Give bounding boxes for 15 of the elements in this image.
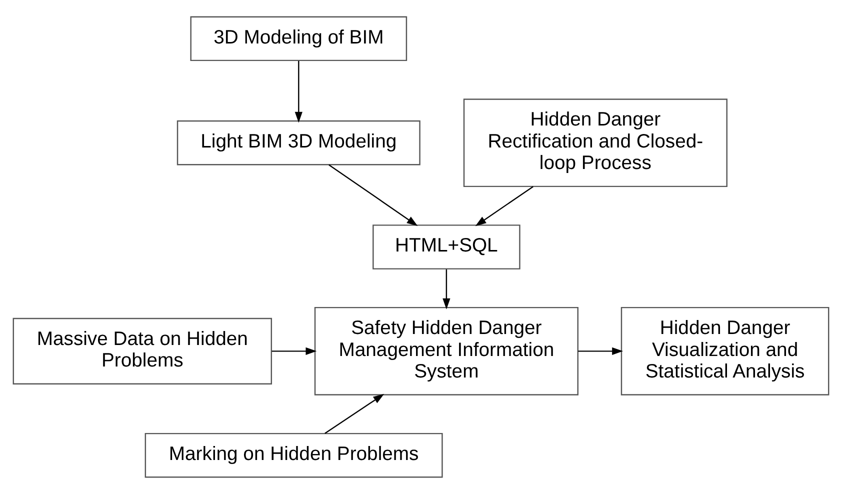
arrow — [294, 60, 302, 122]
node-box: Safety Hidden Danger Management Information System — [314, 306, 578, 395]
arrow — [442, 268, 450, 309]
arrow — [578, 346, 623, 354]
node-box: Massive Data on Hidden Problems — [12, 317, 272, 384]
node-box: Hidden Danger Rectification and Closed-loop Process — [463, 98, 728, 187]
arrow — [272, 346, 317, 354]
node-box: Marking on Hidden Problems — [144, 432, 443, 478]
node-box: Light BIM 3D Modeling — [176, 120, 420, 165]
arrow — [324, 393, 384, 434]
arrow — [475, 186, 534, 226]
node-box: Hidden Danger Visualization and Statistical Analysis — [620, 306, 830, 395]
arrow — [328, 164, 418, 226]
node-box: HTML+SQL — [372, 224, 520, 269]
node-box: 3D Modeling of BIM — [190, 16, 408, 61]
